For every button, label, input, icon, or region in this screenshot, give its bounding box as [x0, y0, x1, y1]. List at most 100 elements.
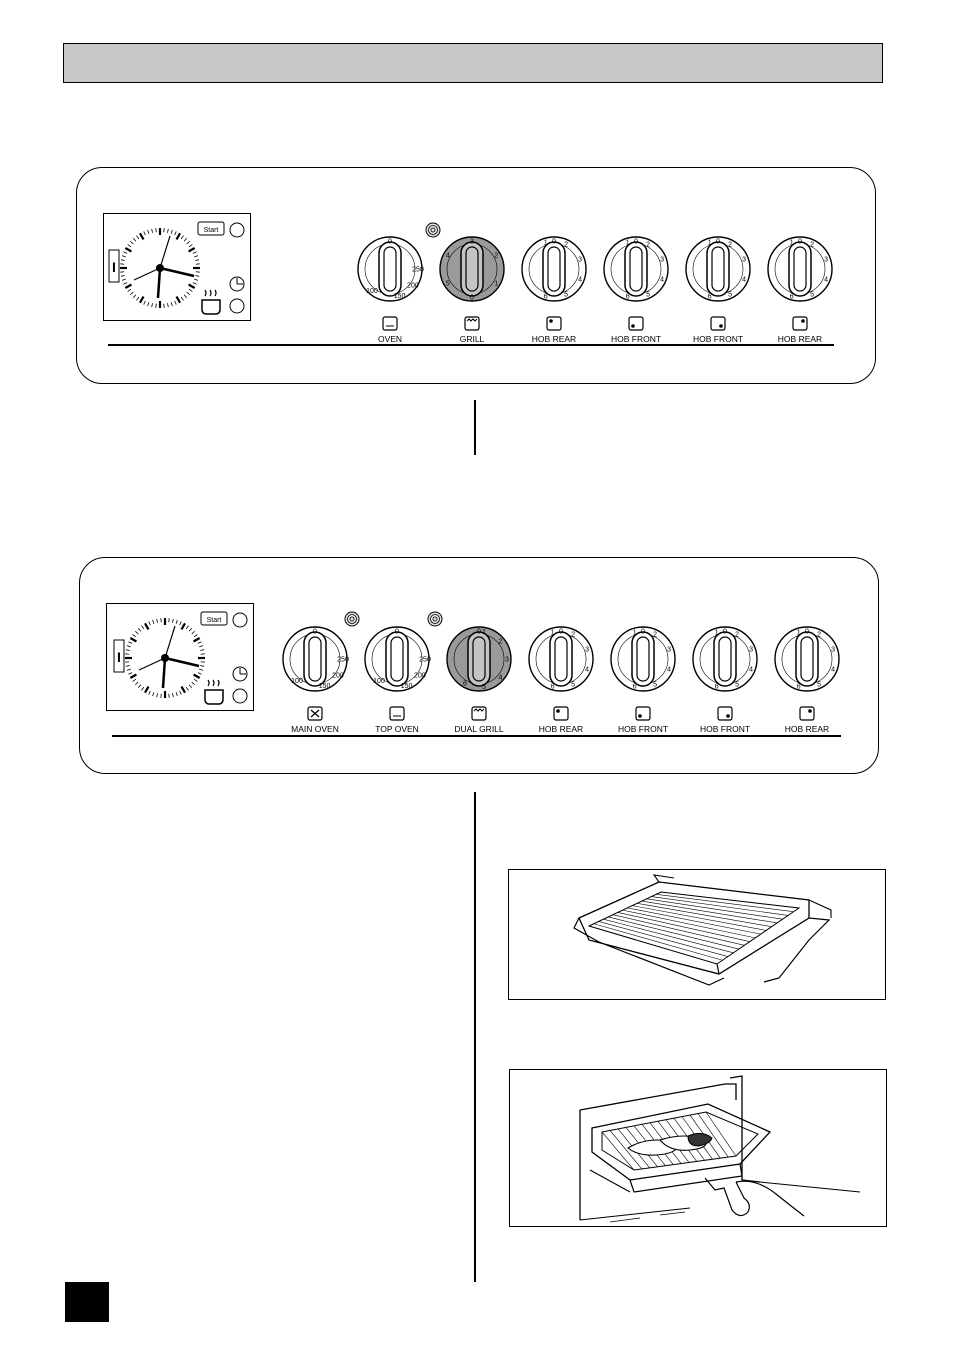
knob-scale-label: 1: [626, 240, 630, 247]
knob-scale-label: 100: [291, 678, 303, 685]
column-divider: [474, 792, 476, 1282]
grill-icon: [471, 706, 487, 726]
knob-scale-label: 5: [728, 292, 732, 299]
knob-scale-label: 150: [401, 683, 413, 690]
knob-scale-label: 3: [667, 646, 671, 653]
knob-scale-label: 5: [817, 682, 821, 689]
knob-scale-label: 250: [419, 657, 431, 664]
hob-rear-left-icon: [546, 316, 562, 336]
knob-scale-label: 0: [798, 239, 802, 246]
oven-icon: [382, 316, 398, 336]
start-label: Start: [207, 617, 222, 624]
hob-rear-label: HOB REAR: [784, 724, 830, 734]
knob-scale-label: 0: [388, 239, 392, 246]
top-oven-label: TOP OVEN: [375, 724, 419, 734]
panel-base-line: [112, 735, 841, 737]
hob-front-label: HOB FRONT: [617, 724, 669, 734]
grill-label: GRILL: [459, 334, 485, 344]
knob-scale-label: 150: [319, 683, 331, 690]
knob-scale-label: 5: [571, 682, 575, 689]
knob-scale-label: 4: [667, 667, 671, 674]
knob-scale-label: 3: [749, 646, 753, 653]
hob-rear-label: HOB REAR: [531, 334, 577, 344]
knob-scale-label: 2: [817, 631, 821, 638]
hob-rear-right-icon: [799, 706, 815, 726]
knob-scale-label: 200: [414, 673, 426, 680]
indicator-light-icon: [427, 611, 443, 632]
knob-scale-label: 1: [544, 240, 548, 247]
knob-scale-label: 4: [831, 667, 835, 674]
knob-scale-label: 3: [742, 256, 746, 263]
oven-label: OVEN: [377, 334, 403, 344]
knob-scale-label: 0: [723, 629, 727, 636]
knob-scale-label: 6: [708, 293, 712, 300]
knob-scale-label: 4: [660, 277, 664, 284]
knob-scale-label: 6: [715, 683, 719, 690]
knob-scale-label: 4: [446, 253, 450, 260]
start-label: Start: [204, 227, 219, 234]
knob-scale-label: 6: [463, 681, 467, 688]
knob-scale-label: 1: [708, 240, 712, 247]
knob-scale-label: 250: [337, 657, 349, 664]
fan-oven-icon: [307, 706, 323, 726]
page-number-box: [65, 1282, 109, 1322]
knob-scale-label: 6: [626, 293, 630, 300]
knob-scale-label: 6: [790, 293, 794, 300]
knob-scale-label: 3: [470, 239, 474, 246]
knob-scale-label: 0: [313, 629, 317, 636]
knob-scale-label: 2: [571, 631, 575, 638]
indicator-light-icon: [344, 611, 360, 632]
grill-pan-inserted-illustration: [509, 1069, 887, 1227]
panel-base-line: [108, 344, 834, 346]
hob-front-right-icon: [717, 706, 733, 726]
svg-text:I: I: [117, 649, 121, 665]
knob-scale-label: 3: [505, 657, 509, 664]
svg-text:I: I: [112, 259, 116, 275]
oven-icon: [389, 706, 405, 726]
knob-scale-label: 5: [646, 292, 650, 299]
knob-scale-label: 0: [559, 629, 563, 636]
knob-scale-label: 200: [332, 673, 344, 680]
knob-scale-label: 3: [578, 256, 582, 263]
main-oven-label: MAIN OVEN: [291, 724, 339, 734]
knob-scale-label: 0: [477, 629, 481, 636]
hob-rear-label: HOB REAR: [777, 334, 823, 344]
indicator-light-icon: [425, 222, 441, 243]
knob-scale-label: 3: [660, 256, 664, 263]
knob-scale-label: 2: [653, 631, 657, 638]
knob-scale-label: 4: [498, 675, 502, 682]
knob-scale-label: 0: [641, 629, 645, 636]
grill-pan-with-rack-illustration: [508, 869, 886, 1000]
knob-scale-label: 1: [494, 281, 498, 288]
knob-scale-label: 5: [653, 682, 657, 689]
knob-scale-label: 3: [831, 646, 835, 653]
knob-scale-label: 4: [585, 667, 589, 674]
hob-front-right-icon: [710, 316, 726, 336]
knob-scale-label: 6: [633, 683, 637, 690]
knob-scale-label: 1: [482, 629, 486, 636]
clock-face: I Start: [113, 611, 248, 705]
grill-icon: [464, 316, 480, 336]
hob-front-label: HOB FRONT: [699, 724, 751, 734]
hob-front-label: HOB FRONT: [610, 334, 662, 344]
knob-scale-label: 4: [749, 667, 753, 674]
knob-scale-label: 1: [633, 630, 637, 637]
clock-timer-single: I Start: [103, 213, 251, 321]
knob-scale-label: 1: [715, 630, 719, 637]
knob-scale-label: 1: [797, 630, 801, 637]
hob-front-left-icon: [628, 316, 644, 336]
knob-scale-label: 200: [407, 283, 419, 290]
